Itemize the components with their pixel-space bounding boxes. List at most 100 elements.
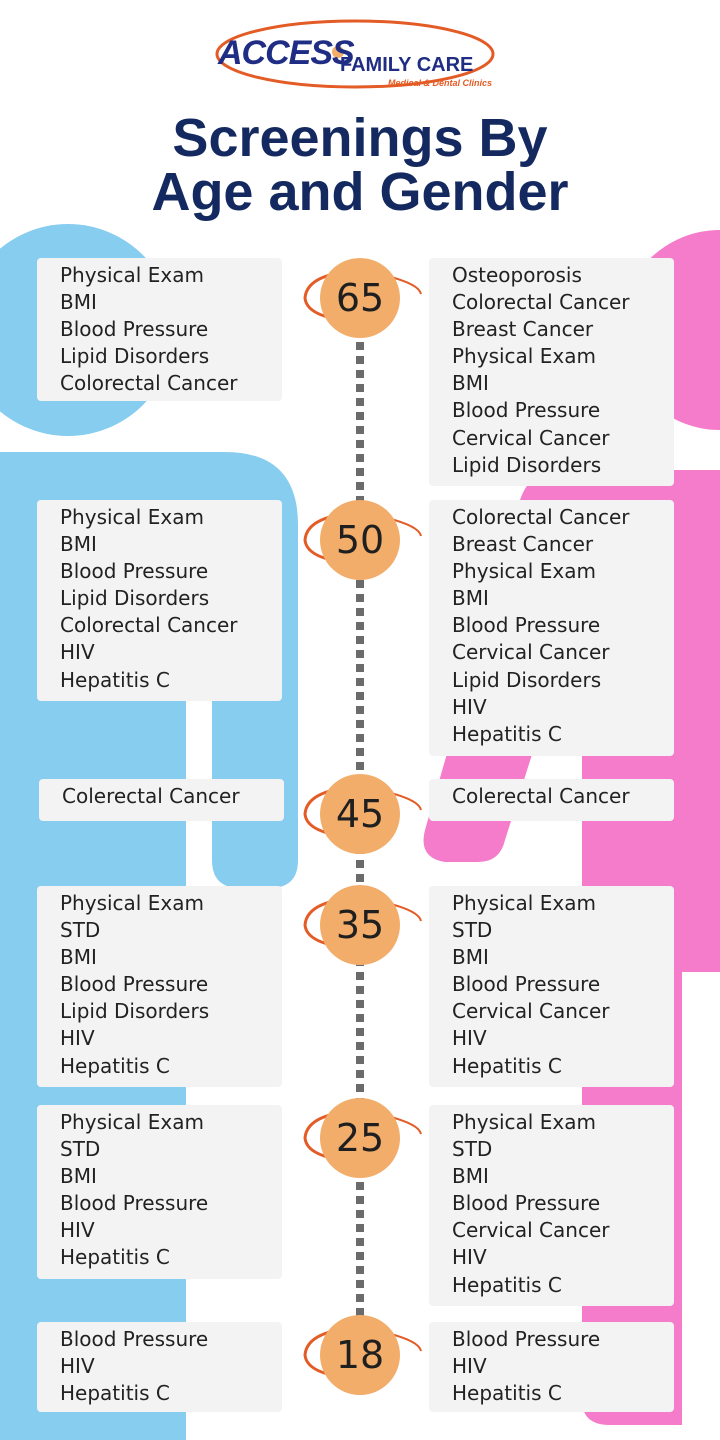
- screening-item: BMI: [452, 371, 489, 396]
- screening-item: HIV: [60, 1026, 95, 1051]
- screening-item: HIV: [452, 1026, 487, 1051]
- screening-item: Physical Exam: [452, 891, 596, 915]
- screening-item: BMI: [60, 532, 97, 557]
- screening-item: Hepatitis C: [60, 1245, 170, 1270]
- screening-item: Breast Cancer: [452, 317, 594, 342]
- screening-item: Physical Exam: [60, 263, 204, 287]
- screening-item: Hepatitis C: [60, 1381, 170, 1406]
- logo-name-main: ACCESS: [218, 34, 355, 72]
- age-badge-65: 65: [320, 258, 400, 338]
- screening-item: Colerectal Cancer: [452, 784, 630, 808]
- screening-item: Physical Exam: [60, 891, 204, 915]
- screening-item: Blood Pressure: [60, 972, 209, 997]
- screening-item: Blood Pressure: [452, 398, 601, 423]
- screening-item: HIV: [452, 1245, 487, 1270]
- screening-item: STD: [452, 918, 493, 943]
- screening-item: BMI: [60, 945, 97, 970]
- screening-item: STD: [60, 918, 101, 943]
- screening-item: Hepatitis C: [452, 1381, 562, 1406]
- screening-item: Physical Exam: [60, 505, 204, 529]
- screening-item: Cervical Cancer: [452, 425, 610, 450]
- screening-item: Blood Pressure: [60, 317, 209, 342]
- logo-name-secondary: FAMILY CARE: [340, 54, 474, 76]
- screening-item: HIV: [60, 1218, 95, 1243]
- screening-item: BMI: [452, 1164, 489, 1189]
- screening-item: Cervical Cancer: [452, 1218, 610, 1243]
- screening-item: Lipid Disorders: [452, 452, 602, 477]
- screening-item: Physical Exam: [452, 559, 596, 584]
- page-title-line-2: Age and Gender: [151, 162, 569, 222]
- screening-item: BMI: [452, 945, 489, 970]
- screening-item: STD: [452, 1137, 493, 1162]
- screening-item: BMI: [60, 1164, 97, 1189]
- screening-item: HIV: [60, 640, 95, 665]
- screening-item: Cervical Cancer: [452, 640, 610, 665]
- screening-item: Colorectal Cancer: [452, 290, 630, 315]
- screening-item: Physical Exam: [452, 1110, 596, 1134]
- screening-item: STD: [60, 1137, 101, 1162]
- page-title-line-1: Screenings By: [172, 108, 548, 168]
- age-badge-25: 25: [320, 1098, 400, 1178]
- age-badge-35: 35: [320, 885, 400, 965]
- male-screenings-box: Colerectal Cancer: [39, 779, 284, 821]
- age-badge-45: 45: [320, 774, 400, 854]
- screening-item: Blood Pressure: [60, 1191, 209, 1216]
- screening-item: Lipid Disorders: [60, 344, 210, 369]
- screening-item: Blood Pressure: [60, 559, 209, 584]
- screening-item: Blood Pressure: [452, 613, 601, 638]
- screening-item: BMI: [452, 586, 489, 611]
- male-screenings-list: Colerectal Cancer: [62, 783, 284, 810]
- screening-item: Hepatitis C: [452, 1272, 562, 1297]
- screening-item: Blood Pressure: [452, 1327, 601, 1351]
- screening-item: Hepatitis C: [452, 1053, 562, 1078]
- screening-item: BMI: [60, 290, 97, 315]
- screening-item: Hepatitis C: [60, 667, 170, 692]
- age-badge-50: 50: [320, 500, 400, 580]
- screening-item: Cervical Cancer: [452, 999, 610, 1024]
- screening-item: Lipid Disorders: [60, 999, 210, 1024]
- screening-item: Colorectal Cancer: [452, 505, 630, 529]
- female-screenings-list: Colerectal Cancer: [452, 783, 674, 810]
- screening-item: Colorectal Cancer: [60, 613, 238, 638]
- screening-item: HIV: [452, 694, 487, 719]
- screening-item: Colerectal Cancer: [62, 784, 240, 808]
- screening-item: Hepatitis C: [60, 1053, 170, 1078]
- screening-item: Hepatitis C: [452, 721, 562, 746]
- logo: ACCESS FAMILY CARE Medical & Dental Clin…: [210, 14, 510, 96]
- logo-swoosh-icon: [215, 19, 495, 89]
- screening-item: Lipid Disorders: [452, 667, 602, 692]
- screening-item: Physical Exam: [60, 1110, 204, 1134]
- screening-item: HIV: [452, 1354, 487, 1379]
- screening-item: Breast Cancer: [452, 532, 594, 557]
- screening-item: Lipid Disorders: [60, 586, 210, 611]
- age-badge-18: 18: [320, 1315, 400, 1395]
- screening-item: HIV: [60, 1354, 95, 1379]
- screening-item: Blood Pressure: [452, 972, 601, 997]
- female-screenings-box: Colerectal Cancer: [429, 779, 674, 821]
- screening-item: Blood Pressure: [60, 1327, 209, 1351]
- screening-item: Blood Pressure: [452, 1191, 601, 1216]
- screening-item: Colorectal Cancer: [60, 371, 238, 396]
- screening-item: Physical Exam: [452, 344, 596, 369]
- screening-item: Osteoporosis: [452, 263, 582, 287]
- logo-tagline: Medical & Dental Clinics: [388, 78, 493, 88]
